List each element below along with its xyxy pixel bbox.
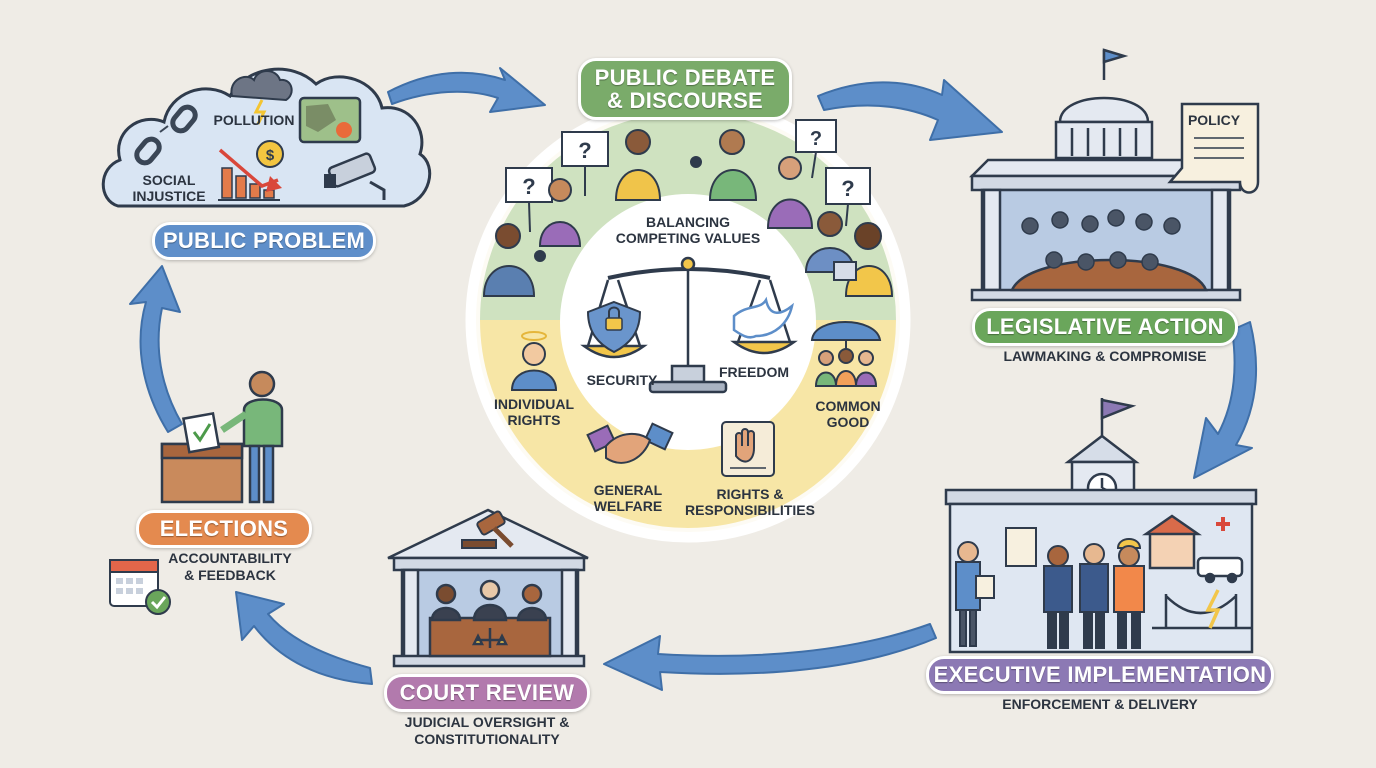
gavel-icon (461, 510, 514, 549)
general-welfare-label-2: WELFARE (593, 498, 663, 514)
public-debate-title-line1: PUBLIC DEBATE (594, 64, 776, 90)
surveillance-camera-icon (324, 152, 386, 200)
executive-implementation-title: EXECUTIVE IMPLEMENTATION (926, 656, 1274, 694)
social-injustice-label-2: INJUSTICE (132, 188, 206, 204)
freedom-dove-icon (732, 296, 794, 339)
rights-responsibilities-label-2: RESPONSIBILITIES (685, 502, 815, 518)
arrow-problem-to-debate (387, 67, 546, 113)
common-good-umbrella-icon (810, 321, 882, 387)
cycle-arrows (129, 67, 1258, 691)
legislators (1021, 209, 1181, 271)
elections-subtitle-2: & FEEDBACK (184, 567, 276, 583)
svg-text:?: ? (810, 128, 822, 150)
arrow-legislative-to-executive (1193, 321, 1258, 479)
rights-responsibilities-label-1: RIGHTS & (716, 486, 784, 502)
social-injustice-label-1: SOCIAL (142, 172, 196, 188)
court-subtitle-1: JUDICIAL OVERSIGHT & (404, 714, 570, 730)
pollution-label: POLLUTION (213, 112, 295, 128)
capitol-building (968, 48, 1242, 302)
arrow-elections-to-problem (129, 265, 183, 433)
arrow-executive-to-court (603, 623, 937, 691)
courthouse-building (387, 508, 589, 668)
polluted-land-icon (298, 96, 362, 144)
declining-chart-icon (218, 148, 282, 201)
debate-circle: ? ? ? ? (465, 97, 911, 543)
center-heading-1: BALANCING (646, 214, 730, 230)
coin-icon: $ (256, 140, 284, 168)
executive-building (944, 398, 1258, 654)
policy-document-icon (1167, 102, 1260, 194)
public-problem-cloud: $ (101, 67, 432, 208)
broken-chain-icon (134, 104, 198, 166)
svg-text:$: $ (266, 147, 275, 164)
security-shield-icon (586, 300, 642, 354)
protester-figures: ? ? ? ? (482, 119, 894, 297)
individual-rights-label-2: RIGHTS (507, 412, 561, 428)
elections-subtitle-1: ACCOUNTABILITY (168, 550, 292, 566)
freedom-label: FREEDOM (719, 364, 789, 380)
storm-cloud-icon (230, 70, 293, 125)
svg-text:?: ? (841, 176, 854, 201)
court-review-title: COURT REVIEW (384, 674, 590, 712)
arrow-court-to-elections (235, 591, 373, 685)
public-debate-title-line2: & DISCOURSE (606, 88, 764, 113)
elections-title: ELECTIONS (136, 510, 312, 548)
center-heading-2: COMPETING VALUES (615, 230, 761, 246)
court-subtitle-2: CONSTITUTIONALITY (414, 731, 560, 747)
officials-figures (955, 527, 1145, 649)
svg-text:?: ? (522, 174, 535, 199)
voter-figure (220, 370, 284, 504)
arrow-debate-to-legislative (817, 79, 1003, 141)
policy-document-label: POLICY (1187, 112, 1241, 128)
rights-scroll-icon (721, 421, 775, 477)
handshake-icon (586, 422, 674, 464)
ballot-box-icon (160, 412, 244, 504)
individual-rights-icon (510, 331, 558, 391)
general-welfare-label-1: GENERAL (593, 482, 663, 498)
public-problem-title: PUBLIC PROBLEM (152, 222, 376, 260)
common-good-label-2: GOOD (826, 414, 870, 430)
calendar-check-icon (109, 559, 171, 615)
legislative-action-title: LEGISLATIVE ACTION (972, 308, 1238, 346)
legislative-subtitle: LAWMAKING & COMPROMISE (1003, 348, 1207, 364)
security-label: SECURITY (586, 372, 658, 388)
common-good-label-1: COMMON (815, 398, 881, 414)
svg-text:?: ? (578, 138, 591, 163)
executive-subtitle: ENFORCEMENT & DELIVERY (1002, 696, 1198, 712)
individual-rights-label-1: INDIVIDUAL (493, 396, 575, 412)
public-debate-title: PUBLIC DEBATE & DISCOURSE (578, 58, 792, 120)
